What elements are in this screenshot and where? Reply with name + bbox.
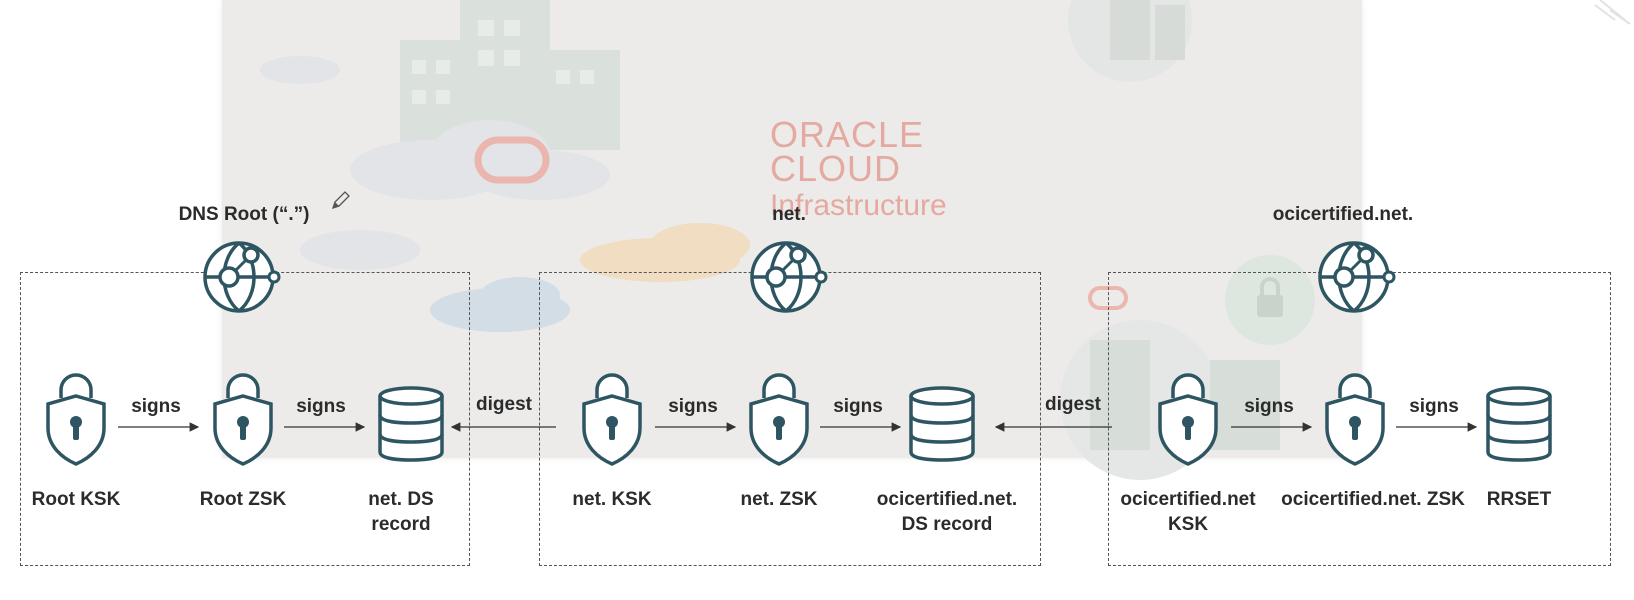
edge-label-signs: signs [1409,396,1459,417]
node-label-line: record [371,514,431,535]
edge-label-signs: signs [1244,396,1294,417]
zone-title-ocicertified: ocicertified.net. [1272,204,1414,225]
dns-globe-icon [203,241,281,313]
key-lock-icon [1325,373,1385,466]
dns-globe-icon [750,241,828,313]
database-icon [1486,386,1552,462]
node-label-net-ksk: net. KSK [572,489,652,510]
edge-label-digest: digest [476,394,532,415]
oracle-cloud-logo: ORACLE CLOUD Infrastructure [770,114,990,226]
zone-title-root: DNS Root (“.”) [178,204,310,225]
logo-line-2: CLOUD [770,148,902,189]
key-lock-icon [46,373,106,466]
logo-line-1: ORACLE [770,114,925,155]
node-label-ocicertified-ksk: ocicertified.net KSK [1120,487,1255,537]
key-lock-icon [582,373,642,466]
database-icon [378,386,444,462]
key-lock-icon [213,373,273,466]
key-lock-icon [749,373,809,466]
node-label-line: DS record [901,514,993,535]
node-label-root-ksk: Root KSK [31,489,121,510]
node-label-ocicertified-zsk: ocicertified.net. ZSK [1281,489,1465,510]
node-label-root-zsk: Root ZSK [199,489,287,510]
pencil-cursor-icon [331,191,350,210]
edge-label-signs: signs [833,396,883,417]
dns-globe-icon [1318,241,1396,313]
node-label-net-ds-record: net. DS record [368,487,433,537]
zone-title-net: net. [772,204,806,225]
node-label-line: ocicertified.net. [876,489,1018,510]
node-label-ocicertified-ds-record: ocicertified.net. DS record [877,487,1017,537]
logo-line-3: Infrastructure [770,189,947,222]
edge-label-signs: signs [668,396,718,417]
edge-label-digest: digest [1045,394,1101,415]
node-label-net-zsk: net. ZSK [740,489,818,510]
node-label-line: net. DS [368,489,434,510]
key-lock-icon [1158,373,1218,466]
node-label-line: KSK [1167,514,1209,535]
database-icon [909,386,975,462]
edge-label-signs: signs [296,396,346,417]
edge-label-signs: signs [131,396,181,417]
node-label-rrset: RRSET [1486,489,1552,510]
node-label-line: ocicertified.net [1120,489,1256,510]
